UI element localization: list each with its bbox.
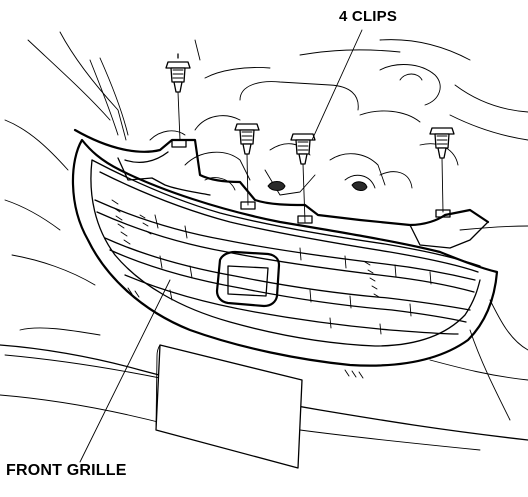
clip-3 bbox=[290, 133, 316, 165]
clip-1 bbox=[165, 53, 191, 93]
clip-guide-lines bbox=[171, 91, 451, 224]
license-plate bbox=[155, 344, 303, 469]
vehicle-body-outline bbox=[0, 31, 528, 451]
upper-bulkhead bbox=[73, 57, 490, 249]
engine-components bbox=[149, 64, 459, 196]
front-grille-callout-label: FRONT GRILLE bbox=[6, 462, 127, 479]
clips-leader-line bbox=[311, 29, 363, 141]
clip-2 bbox=[234, 123, 260, 155]
front-grille bbox=[71, 138, 499, 379]
clips-callout-label: 4 CLIPS bbox=[339, 8, 398, 25]
clip-4 bbox=[429, 127, 455, 159]
grille-leader-line bbox=[79, 279, 171, 463]
